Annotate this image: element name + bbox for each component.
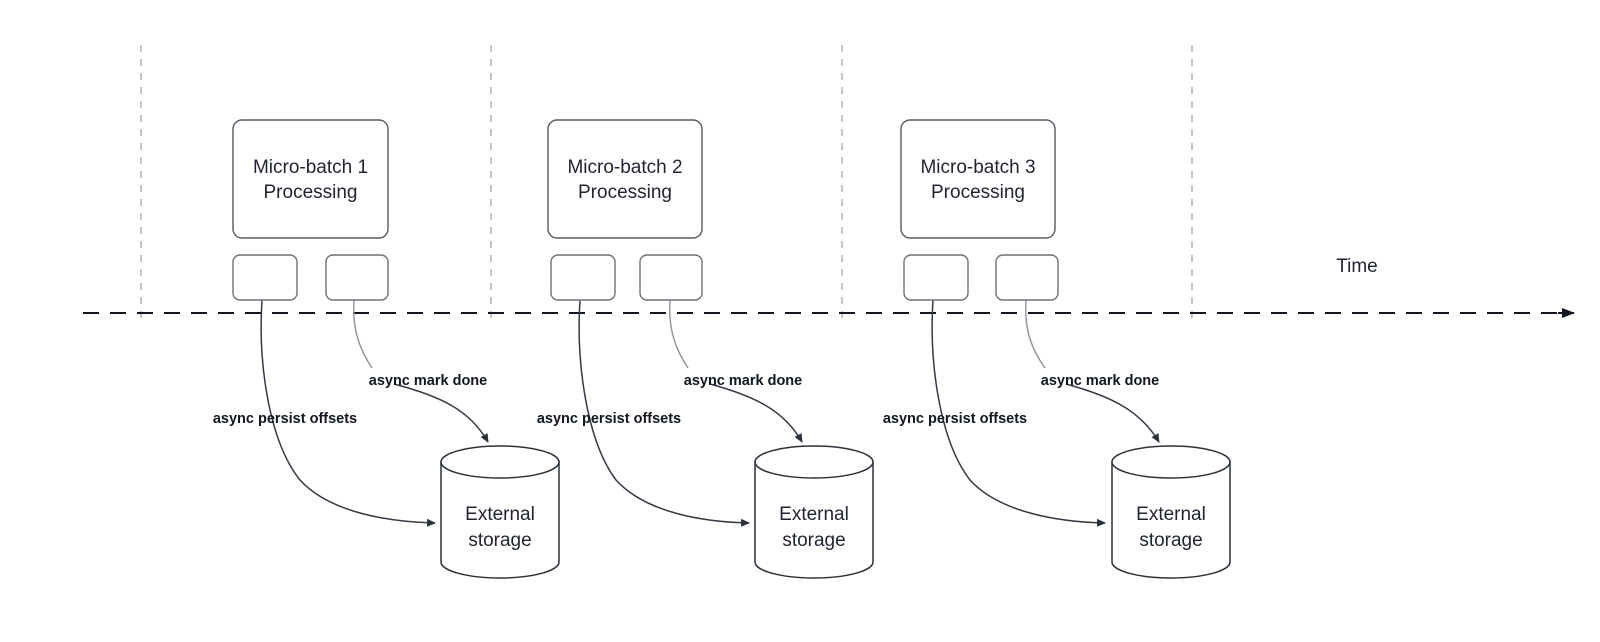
external-storage-label-line2-1: storage <box>468 530 531 551</box>
edge-labels-group: async mark done async persist offsets asyn… <box>213 373 1159 427</box>
time-axis-group: Time <box>83 256 1575 318</box>
external-storage-cylinder-2[interactable] <box>754 461 874 579</box>
micro-batch-box-1[interactable] <box>232 119 389 239</box>
external-storage-cylinder-top-3 <box>1111 445 1231 479</box>
external-storage-label-line2-3: storage <box>1139 530 1202 551</box>
async-persist-offsets-label-2: async persist offsets <box>537 411 681 427</box>
external-storage-cylinder-1[interactable] <box>440 461 560 579</box>
async-persist-offsets-edge-1 <box>260 299 436 527</box>
micro-batch-title-1: Micro-batch 1 <box>253 157 368 178</box>
external-storage-cylinder-top-1 <box>440 445 560 479</box>
async-mark-done-label-2: async mark done <box>684 373 802 389</box>
persist-offsets-task-3[interactable] <box>903 254 969 301</box>
async-mark-done-edge-upper-3 <box>1024 299 1046 369</box>
async-mark-done-edge-3 <box>1065 383 1160 443</box>
external-storage-cylinder-3[interactable] <box>1111 461 1231 579</box>
async-mark-done-label-3: async mark done <box>1041 373 1159 389</box>
async-mark-done-edge-2 <box>709 383 803 443</box>
micro-batch-subtitle-3: Processing <box>931 182 1025 203</box>
micro-batch-title-3: Micro-batch 3 <box>920 157 1035 178</box>
async-persist-offsets-edge-2 <box>578 299 750 527</box>
micro-batch-box-2[interactable] <box>547 119 703 239</box>
persist-offsets-task-1[interactable] <box>232 254 298 301</box>
mark-done-task-1[interactable] <box>325 254 389 301</box>
async-mark-done-edge-upper-1 <box>352 299 373 369</box>
time-axis-label: Time <box>1336 256 1378 277</box>
mark-done-task-3[interactable] <box>995 254 1059 301</box>
async-persist-offsets-edge-3 <box>931 299 1106 527</box>
async-mark-done-edge-upper-2 <box>668 299 689 369</box>
mark-done-task-2[interactable] <box>639 254 703 301</box>
micro-batch-subtitle-1: Processing <box>264 182 358 203</box>
micro-batch-box-3[interactable] <box>900 119 1056 239</box>
async-persist-offsets-label-1: async persist offsets <box>213 411 357 427</box>
async-mark-done-label-1: async mark done <box>369 373 487 389</box>
phase-divider-group <box>140 45 1193 325</box>
external-storage-label-line1-2: External <box>779 504 849 525</box>
async-mark-done-edge-1 <box>393 383 489 443</box>
external-storage-label-line2-2: storage <box>782 530 845 551</box>
persist-offsets-task-2[interactable] <box>550 254 616 301</box>
micro-batch-title-2: Micro-batch 2 <box>567 157 682 178</box>
micro-batch-subtitle-2: Processing <box>578 182 672 203</box>
external-storage-label-line1-3: External <box>1136 504 1206 525</box>
external-storage-cylinder-top-2 <box>754 445 874 479</box>
external-storage-label-line1-1: External <box>465 504 535 525</box>
async-persist-offsets-label-3: async persist offsets <box>883 411 1027 427</box>
flow-edges-group <box>260 299 1160 527</box>
